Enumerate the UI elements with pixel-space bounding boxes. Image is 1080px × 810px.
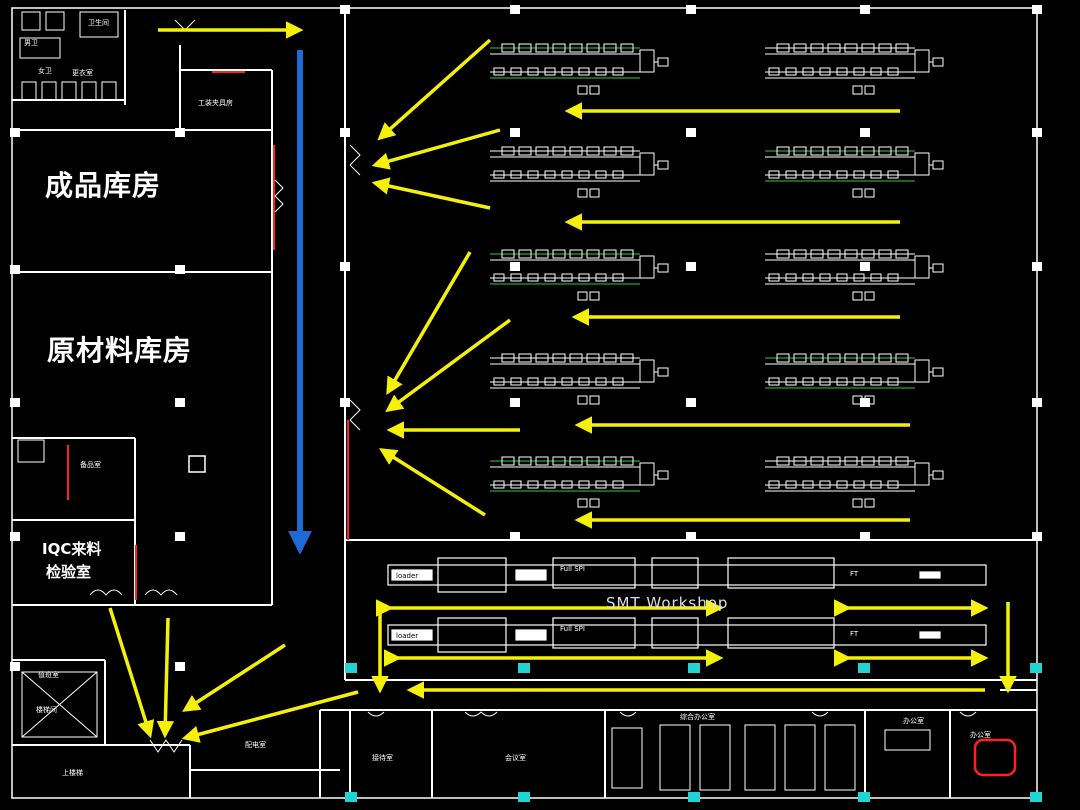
smt-line1-loader-label: loader bbox=[396, 572, 419, 580]
office-label-1: 办公室 bbox=[903, 717, 924, 725]
production-line-unit bbox=[765, 456, 944, 508]
smt-line1-printer-label: Full SPI bbox=[560, 565, 585, 573]
finished-goods-warehouse-label: 成品库房 bbox=[45, 169, 162, 202]
smt-line2-ft-label: FT bbox=[850, 630, 859, 638]
storage-room-label: 备品室 bbox=[80, 461, 101, 469]
office-label-2: 办公室 bbox=[970, 731, 991, 739]
reception-room-label: 接待室 bbox=[372, 754, 393, 762]
duty-room-label: 值班室 bbox=[38, 671, 59, 679]
restroom-fixtures bbox=[17, 11, 119, 738]
production-line-units bbox=[490, 43, 944, 508]
meeting-room-label: 会议室 bbox=[505, 754, 526, 762]
production-line-unit bbox=[490, 353, 669, 405]
double-headed-arrows bbox=[376, 599, 989, 667]
iqc-inspection-label-line2: 检验室 bbox=[46, 563, 92, 581]
raw-material-warehouse-label: 原材料库房 bbox=[47, 334, 193, 367]
smt-line2-printer-label: Full SPI bbox=[560, 625, 585, 633]
smt-line2-loader-label: loader bbox=[396, 632, 419, 640]
red-accents bbox=[67, 71, 1017, 777]
locker-room-label: 更衣室 bbox=[72, 69, 93, 77]
iqc-inspection-label-line1: IQC来料 bbox=[42, 540, 102, 558]
production-line-unit bbox=[765, 146, 944, 198]
upstairs-room-label: 上楼梯 bbox=[62, 769, 83, 777]
production-line-unit bbox=[490, 249, 669, 301]
production-line-unit bbox=[765, 249, 944, 301]
production-line-unit bbox=[765, 353, 944, 405]
smt-workshop-label: SMT Workshop bbox=[606, 594, 729, 612]
office-desks bbox=[611, 724, 931, 791]
elevator-room-label: 楼梯间 bbox=[36, 706, 57, 714]
production-line-unit bbox=[490, 146, 669, 198]
male-restroom-label: 男卫 bbox=[24, 39, 38, 47]
fitting-room-label: 工装夹具房 bbox=[198, 99, 233, 107]
production-line-unit bbox=[765, 43, 944, 95]
restroom-label: 卫生间 bbox=[88, 19, 109, 27]
production-line-unit bbox=[490, 456, 669, 508]
doors bbox=[89, 19, 977, 753]
cyan-columns bbox=[345, 663, 1042, 802]
production-line-unit bbox=[490, 43, 669, 95]
staff-office-label: 综合办公室 bbox=[680, 713, 715, 721]
walls bbox=[11, 7, 1038, 799]
smt-lines bbox=[387, 557, 987, 653]
material-flow-arrows bbox=[108, 21, 1017, 743]
side-room-label: 配电室 bbox=[245, 741, 266, 749]
female-restroom-label: 女卫 bbox=[38, 67, 52, 75]
smt-line1-ft-label: FT bbox=[850, 570, 859, 578]
